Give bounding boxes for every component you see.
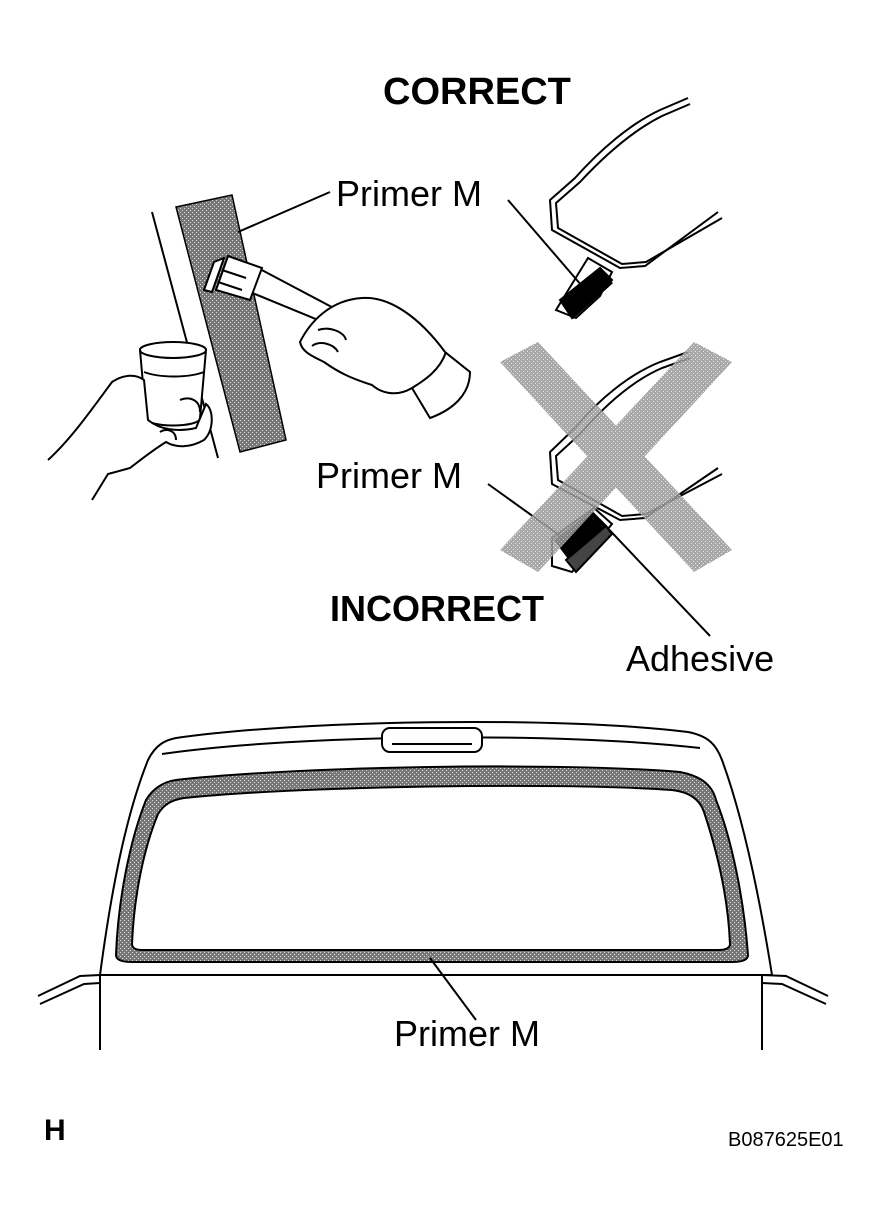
incorrect-section-illustration <box>487 351 723 637</box>
primer-incorrect-label: Primer M <box>316 455 462 496</box>
correct-heading: CORRECT <box>383 71 571 113</box>
section-letter: H <box>44 1114 66 1147</box>
primer-top-leader <box>237 191 331 233</box>
brush-application-illustration <box>47 194 472 501</box>
figure-code: B087625E01 <box>728 1129 844 1151</box>
primer-window-label: Primer M <box>394 1013 540 1054</box>
correct-section-illustration <box>507 97 723 320</box>
rear-window-illustration <box>37 720 829 1050</box>
incorrect-heading: INCORRECT <box>330 588 544 629</box>
primer-top-label: Primer M <box>336 173 482 214</box>
cross-x-icon <box>500 342 732 572</box>
adhesive-label: Adhesive <box>626 638 775 679</box>
